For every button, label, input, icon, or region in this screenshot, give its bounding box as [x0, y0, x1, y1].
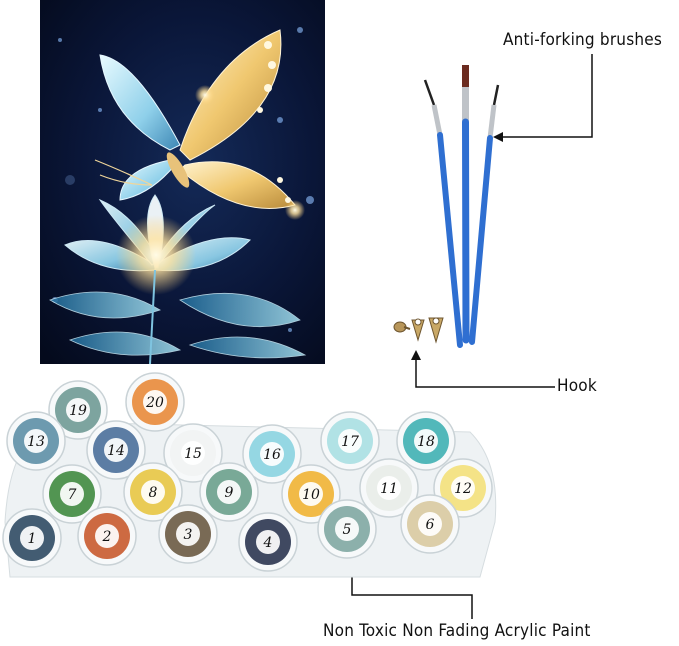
- butterfly-painting: [40, 0, 325, 364]
- pot-number: 10: [302, 487, 320, 503]
- paint-pot-19: 19: [48, 380, 108, 440]
- pot-label-sticker: [335, 517, 359, 541]
- pot-number: 20: [145, 395, 164, 411]
- pot-label-sticker: [260, 442, 284, 466]
- pot-label-sticker: [20, 526, 44, 550]
- pot-number: 18: [417, 434, 435, 450]
- paint-pot-7: 7: [42, 464, 102, 524]
- pot-number: 7: [68, 487, 77, 503]
- paint-pot-3: 3: [158, 504, 218, 564]
- pot-label-sticker: [143, 390, 167, 414]
- pot-number: 8: [149, 485, 158, 501]
- paint-pot-14: 14: [86, 420, 146, 480]
- pot-number: 13: [27, 434, 45, 450]
- pot-number: 12: [454, 481, 472, 497]
- paint-pot-9: 9: [199, 462, 259, 522]
- pot-number: 2: [102, 529, 112, 545]
- pot-number: 19: [69, 403, 87, 419]
- paint-pot-2: 2: [77, 506, 137, 566]
- pot-label-sticker: [338, 429, 362, 453]
- pot-label-sticker: [104, 438, 128, 462]
- paint-brushes: [410, 60, 520, 350]
- paint-pot-6: 6: [400, 494, 460, 554]
- hanging-hooks: [392, 312, 452, 352]
- paint-pot-16: 16: [242, 424, 302, 484]
- hook-callout-label: Hook: [557, 376, 597, 396]
- pot-number: 15: [184, 446, 202, 462]
- paint-pot-18: 18: [396, 411, 456, 471]
- paint-pot-15: 15: [163, 423, 223, 483]
- pot-number: 11: [380, 481, 398, 497]
- pot-number: 14: [107, 443, 125, 459]
- pot-number: 5: [343, 522, 352, 538]
- pot-number: 3: [184, 527, 193, 543]
- paint-pot-5: 5: [317, 499, 377, 559]
- pot-label-sticker: [256, 530, 280, 554]
- pot-number: 4: [263, 535, 273, 551]
- pot-number: 9: [225, 485, 234, 501]
- pot-label-sticker: [414, 429, 438, 453]
- paint-pot-11: 11: [359, 458, 419, 518]
- pot-label-sticker: [299, 482, 323, 506]
- paint-pot-1: 1: [2, 508, 62, 568]
- pot-label-sticker: [24, 429, 48, 453]
- pot-label-sticker: [176, 522, 200, 546]
- pot-number: 6: [426, 517, 435, 533]
- paint-pot-20: 20: [125, 372, 185, 432]
- pot-label-sticker: [95, 524, 119, 548]
- pot-number: 17: [341, 434, 359, 450]
- pot-number: 16: [263, 447, 281, 463]
- brushes-callout-label: Anti-forking brushes: [503, 30, 663, 50]
- paint-callout-label: Non Toxic Non Fading Acrylic Paint: [323, 621, 591, 641]
- pot-label-sticker: [377, 476, 401, 500]
- paint-pot-13: 13: [6, 411, 66, 471]
- pot-label-sticker: [418, 512, 442, 536]
- pot-label-sticker: [141, 480, 165, 504]
- pot-label-sticker: [66, 398, 90, 422]
- pot-label-sticker: [181, 441, 205, 465]
- paint-pot-10: 10: [281, 464, 341, 524]
- paint-pot-8: 8: [123, 462, 183, 522]
- pot-number: 1: [28, 531, 37, 547]
- pot-label-sticker: [217, 480, 241, 504]
- pot-label-sticker: [60, 482, 84, 506]
- pot-label-sticker: [451, 476, 475, 500]
- paint-pot-17: 17: [320, 411, 380, 471]
- paint-pot-4: 4: [238, 512, 298, 572]
